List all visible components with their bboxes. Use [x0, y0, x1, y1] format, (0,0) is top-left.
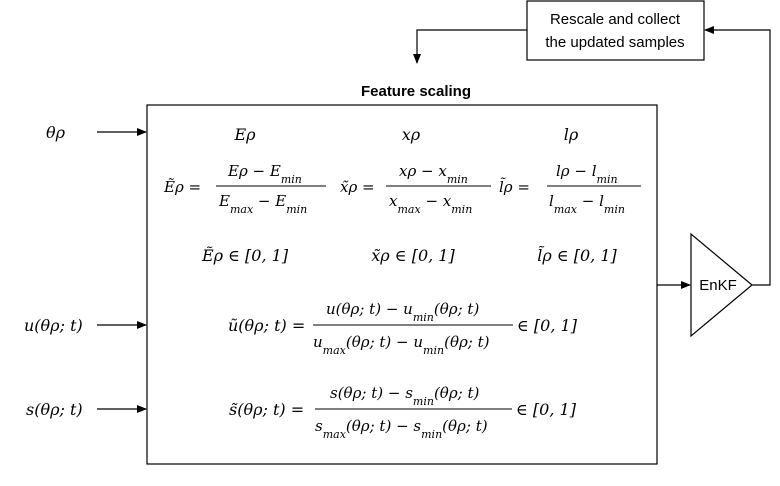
- u-scaled-lhs: ũ(θρ; t) =: [228, 316, 305, 335]
- rescale-box-line1: Rescale and collect: [550, 11, 681, 28]
- E-scaled-lhs: Ẽρ =: [163, 178, 201, 196]
- feature-scaling-title: Feature scaling: [361, 83, 471, 100]
- feature-scaling-box: [146, 104, 658, 465]
- u-input-label: u(θρ; t): [24, 316, 83, 335]
- u-numerator: u(θρ; t) − umin(θρ; t): [326, 300, 479, 324]
- x-denominator: xmax − xmin: [389, 192, 472, 216]
- rescale-box: [526, 0, 705, 61]
- header-l: lρ: [564, 125, 579, 144]
- enkf-feedback-arrow: [704, 26, 771, 286]
- l-range: l̃ρ ∈ [0, 1]: [537, 246, 617, 265]
- u-denominator: umax(θρ; t) − umin(θρ; t): [313, 333, 490, 357]
- l-scaled-lhs: l̃ρ =: [499, 178, 530, 196]
- header-x: xρ: [402, 125, 421, 144]
- s-numerator: s(θρ; t) − smin(θρ; t): [330, 384, 480, 408]
- E-denominator: Emax − Emin: [218, 192, 307, 216]
- s-scaled-lhs: s̃(θρ; t) =: [229, 400, 304, 419]
- x-range: x̃ρ ∈ [0, 1]: [371, 246, 455, 265]
- enkf-block: [690, 232, 753, 338]
- theta-input-label: θρ: [46, 123, 66, 142]
- header-E: Eρ: [233, 125, 256, 144]
- s-range: ∈ [0, 1]: [516, 400, 577, 419]
- rescale-to-input-arrow: [413, 29, 527, 64]
- rescale-box-line2: the updated samples: [545, 34, 684, 51]
- l-denominator: lmax − lmin: [549, 192, 625, 216]
- s-input-label: s(θρ; t): [26, 400, 83, 419]
- u-range: ∈ [0, 1]: [517, 316, 578, 335]
- l-numerator: lρ − lmin: [556, 162, 618, 186]
- x-numerator: xρ − xmin: [399, 162, 468, 186]
- s-denominator: smax(θρ; t) − smin(θρ; t): [315, 417, 488, 441]
- E-numerator: Eρ − Emin: [227, 162, 302, 186]
- E-range: Ẽρ ∈ [0, 1]: [201, 245, 289, 265]
- x-scaled-lhs: x̃ρ =: [340, 178, 375, 196]
- enkf-label: EnKF: [699, 277, 737, 294]
